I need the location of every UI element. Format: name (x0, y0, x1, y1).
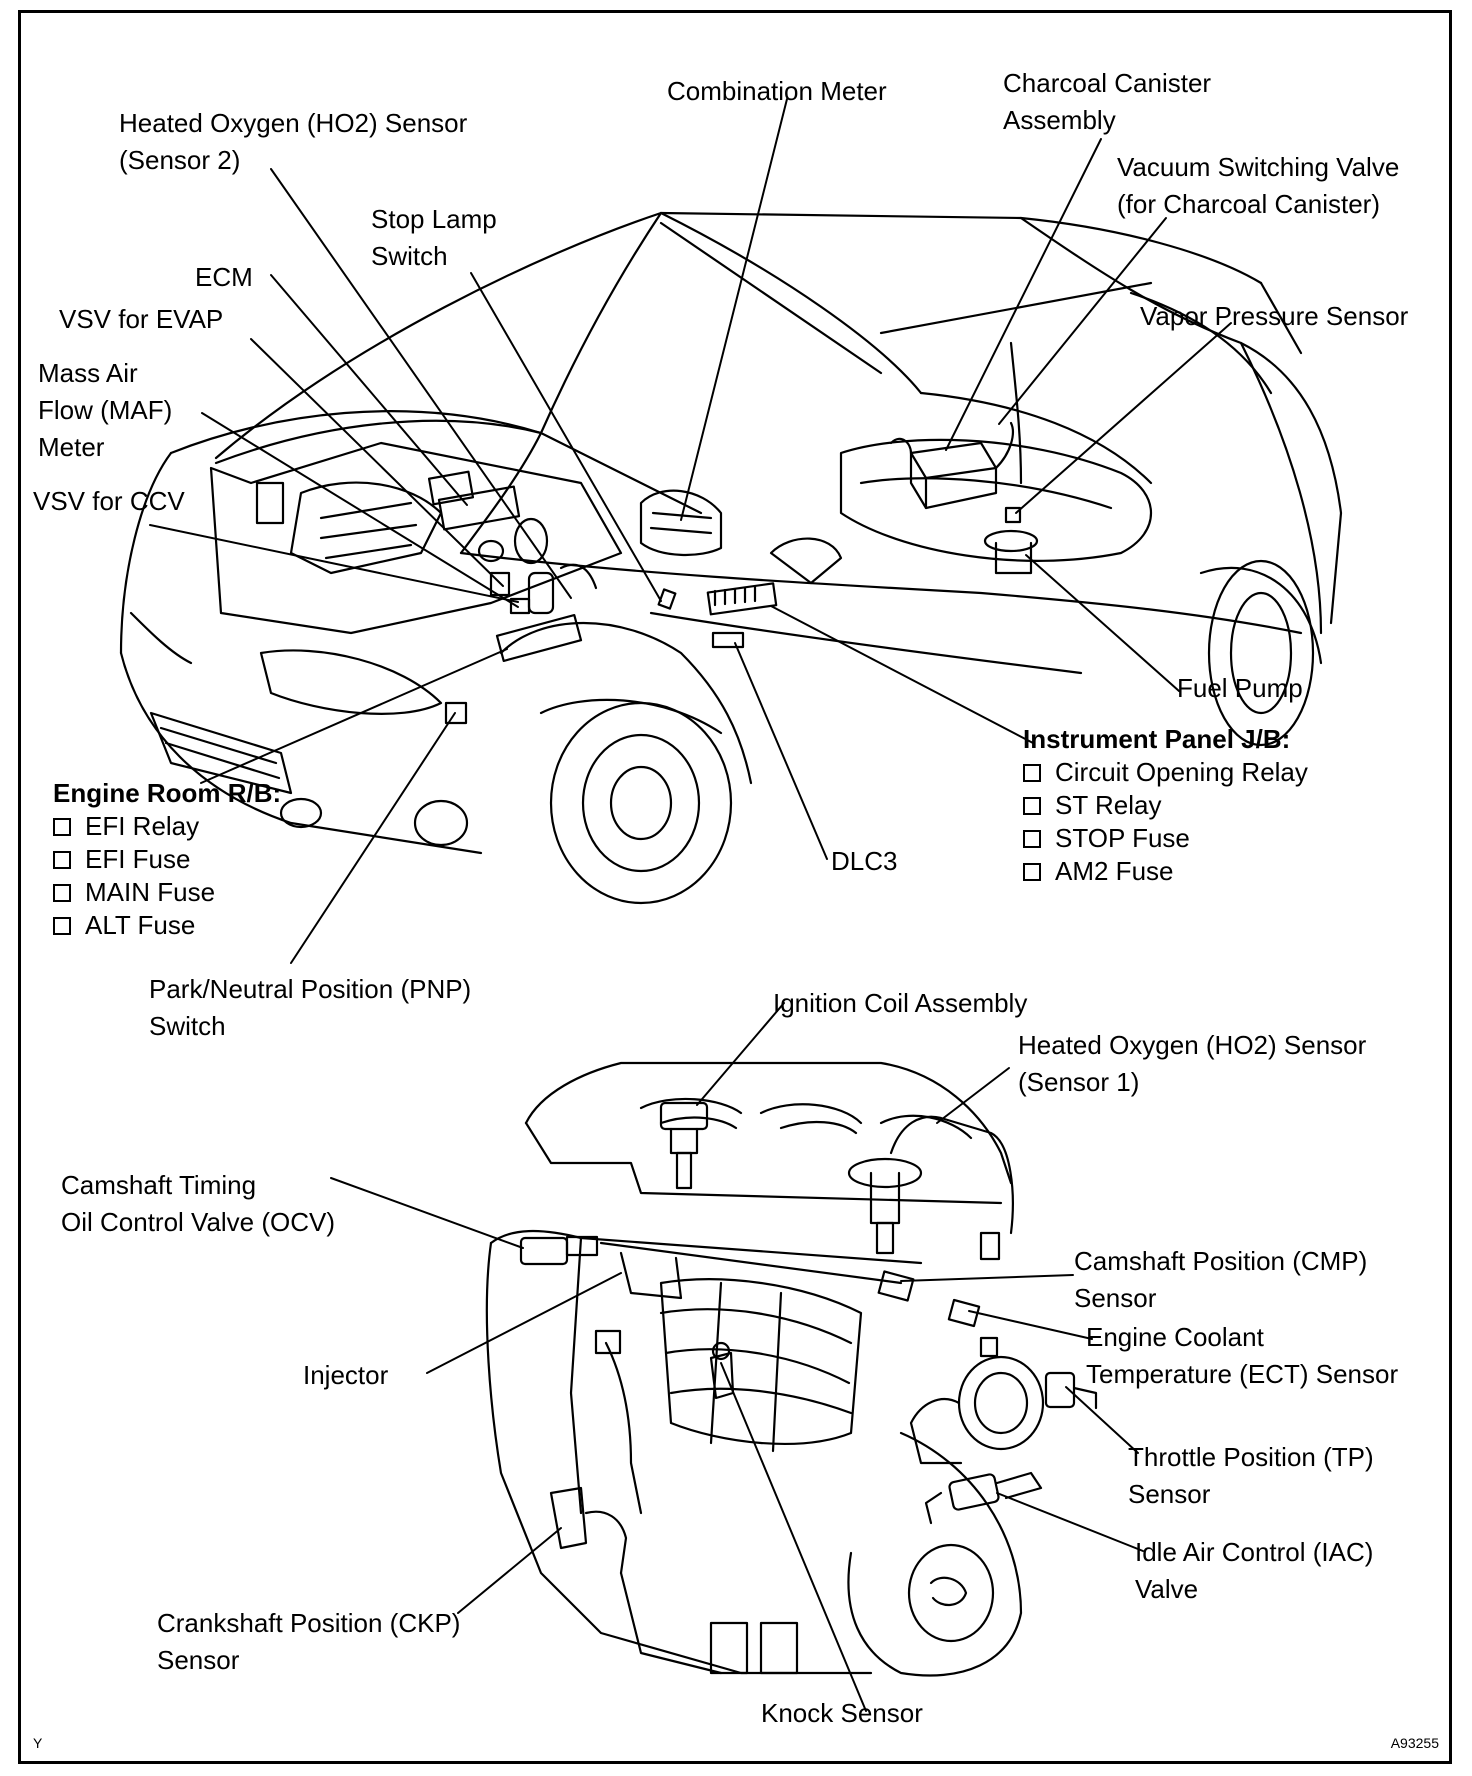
checkbox-icon (53, 917, 71, 935)
engine-room-rb: Engine Room R/B: EFI Relay EFI Fuse MAIN… (53, 777, 281, 942)
instrument-panel-jb-item: STOP Fuse (1023, 822, 1308, 855)
instrument-panel-jb-item: Circuit Opening Relay (1023, 756, 1308, 789)
engine-room-rb-item: EFI Fuse (53, 843, 281, 876)
instrument-panel-jb: Instrument Panel J/B: Circuit Opening Re… (1023, 723, 1308, 888)
ho2-sensor-1-label: Heated Oxygen (HO2) Sensor (Sensor 1) (1018, 1030, 1367, 1097)
corner-mark-left: Y (33, 1735, 43, 1751)
engine-room-rb-title: Engine Room R/B: (53, 778, 282, 808)
checkbox-icon (53, 851, 71, 869)
ho2-sensor-2-label: Heated Oxygen (HO2) Sensor (Sensor 2) (119, 108, 468, 175)
engine-room-rb-item: ALT Fuse (53, 909, 281, 942)
checkbox-icon (1023, 764, 1041, 782)
checkbox-icon (1023, 863, 1041, 881)
ignition-coil-label: Ignition Coil Assembly (773, 988, 1028, 1018)
maf-meter-label: Mass Air Flow (MAF) Meter (38, 358, 173, 462)
fuel-pump-label: Fuel Pump (1177, 673, 1303, 703)
pnp-switch-label: Park/Neutral Position (PNP) Switch (149, 974, 472, 1041)
instrument-panel-jb-item: AM2 Fuse (1023, 855, 1308, 888)
cmp-sensor-label: Camshaft Position (CMP) Sensor (1074, 1246, 1368, 1313)
instrument-panel-jb-title: Instrument Panel J/B: (1023, 724, 1291, 754)
dlc3-label: DLC3 (831, 846, 898, 876)
injector-label: Injector (303, 1360, 389, 1390)
checkbox-icon (53, 884, 71, 902)
vsv-charcoal-canister-label: Vacuum Switching Valve (for Charcoal Can… (1117, 152, 1400, 219)
stop-lamp-switch-label: Stop Lamp Switch (371, 204, 497, 271)
tp-sensor-label: Throttle Position (TP) Sensor (1128, 1442, 1374, 1509)
engine-room-rb-item: EFI Relay (53, 810, 281, 843)
ecm-label: ECM (195, 262, 253, 292)
checkbox-icon (53, 818, 71, 836)
charcoal-canister-label: Charcoal Canister Assembly (1003, 68, 1212, 135)
ocv-label: Camshaft Timing Oil Control Valve (OCV) (61, 1170, 336, 1237)
ect-sensor-label: Engine Coolant Temperature (ECT) Sensor (1086, 1322, 1399, 1389)
ckp-sensor-label: Crankshaft Position (CKP) Sensor (157, 1608, 461, 1675)
engine-illustration (485, 1061, 1098, 1677)
leader-lines (149, 98, 1232, 1712)
car-illustration (119, 211, 1343, 905)
iac-valve-label: Idle Air Control (IAC) Valve (1135, 1537, 1374, 1604)
component-location-art (119, 98, 1343, 1712)
checkbox-icon (1023, 797, 1041, 815)
vapor-pressure-sensor-label: Vapor Pressure Sensor (1140, 301, 1409, 331)
instrument-panel-jb-item: ST Relay (1023, 789, 1308, 822)
vsv-evap-label: VSV for EVAP (59, 304, 224, 334)
checkbox-icon (1023, 830, 1041, 848)
figure-code: A93255 (1390, 1735, 1439, 1751)
engine-room-rb-item: MAIN Fuse (53, 876, 281, 909)
vsv-ccv-label: VSV for CCV (33, 486, 185, 516)
combination-meter-label: Combination Meter (667, 76, 887, 106)
knock-sensor-label: Knock Sensor (761, 1698, 923, 1728)
diagram-frame: Combination Meter Charcoal Canister Asse… (18, 10, 1452, 1764)
